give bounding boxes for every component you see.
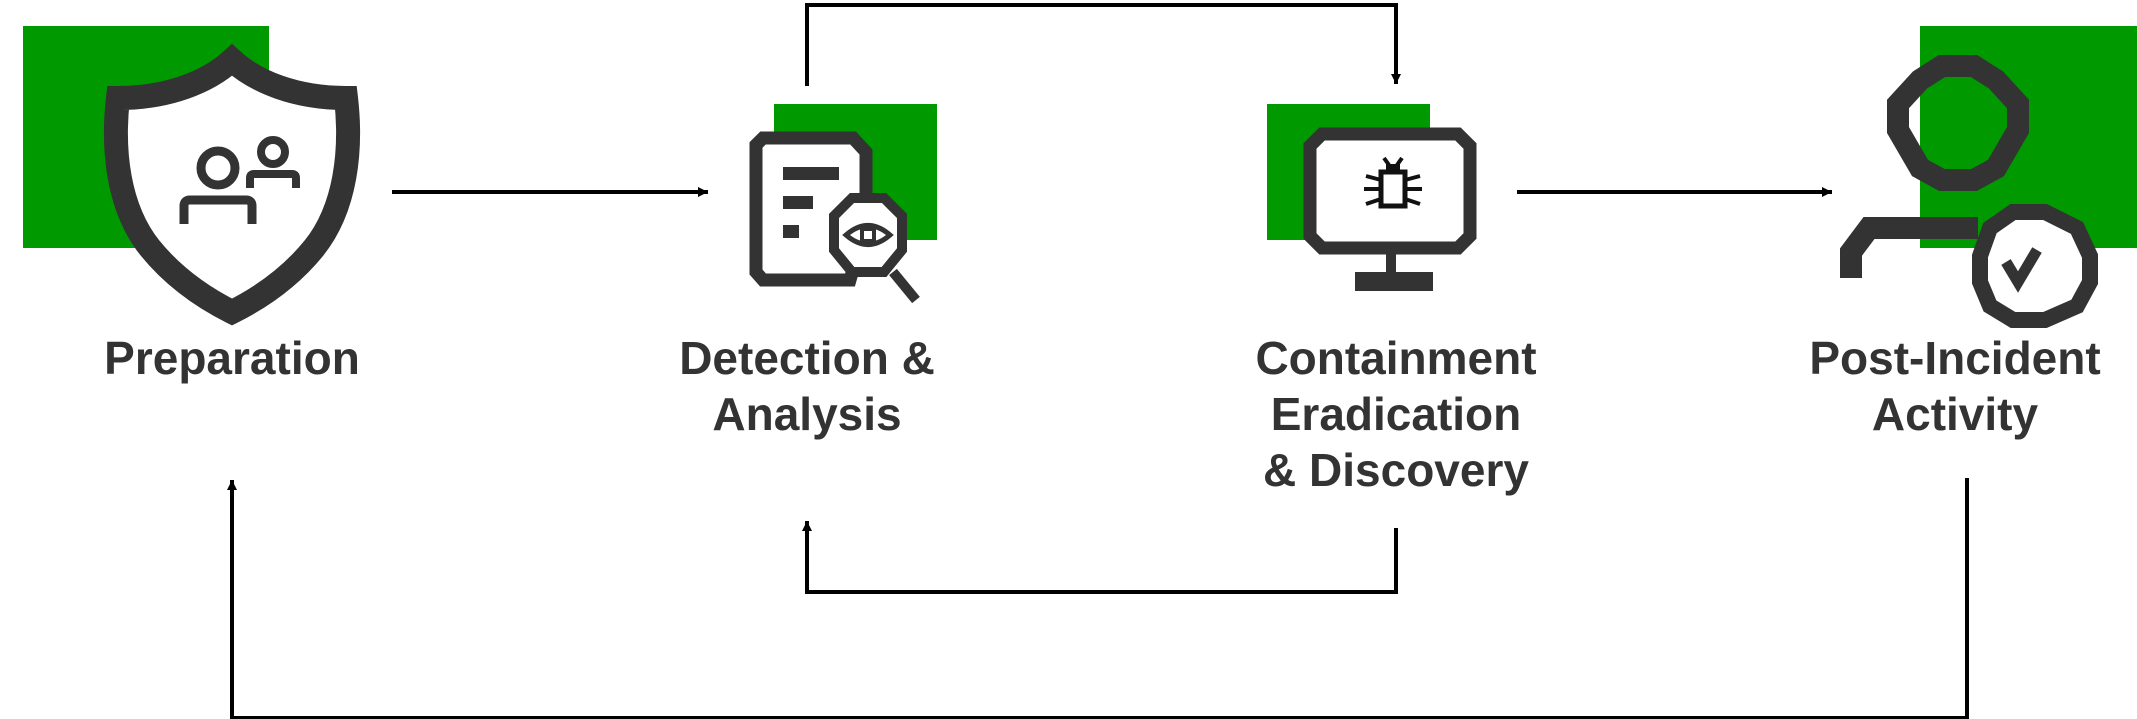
arrow-detection-to-containment [805,3,1401,86]
stage-label-containment: Containment Eradication & Discovery [1216,330,1576,498]
label-line: Containment [1255,332,1537,384]
label-line: Activity [1871,388,2039,440]
label-line: Analysis [712,388,902,440]
arrow-containment-to-detection [802,521,1398,594]
label-line: Detection & [679,332,935,384]
stage-label-preparation: Preparation [52,330,412,386]
label-line: Eradication [1270,388,1522,440]
stage-preparation [23,26,361,326]
stage-label-detection: Detection & Analysis [627,330,987,442]
document-magnifier-icon [749,131,920,304]
stage-post-incident [1840,26,2137,328]
arrow-post-incident-to-preparation [227,478,1969,719]
monitor-bug-icon [1303,127,1477,291]
label-line: Post-Incident [1809,332,2101,384]
stage-containment [1267,104,1477,291]
flow-arrows [227,3,1969,719]
shield-people-icon [103,43,361,326]
label-line: Preparation [104,332,360,384]
stage-detection [749,104,937,304]
label-line: & Discovery [1263,444,1529,496]
user-checkmark-icon [1840,55,2098,328]
stage-label-post-incident: Post-Incident Activity [1777,330,2133,442]
